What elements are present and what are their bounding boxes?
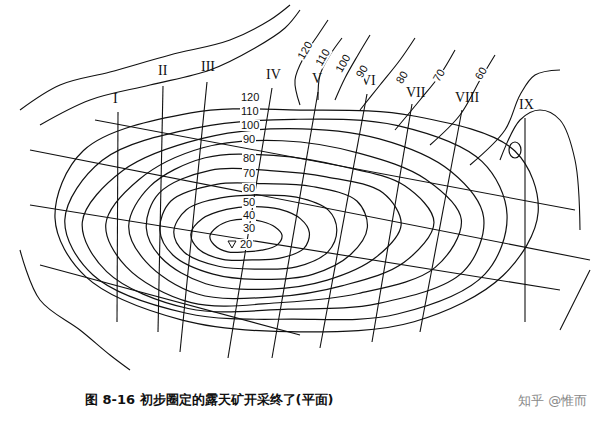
contour-elevation: 30: [242, 223, 256, 234]
terrain-contour: [470, 70, 560, 165]
contour-elevation: 70: [242, 168, 256, 179]
section-number: VIII: [455, 91, 479, 105]
section-number: IV: [266, 68, 281, 82]
contour-elevation: 120: [295, 39, 315, 62]
contour-elevation: 20: [239, 239, 253, 250]
section-number: IX: [519, 98, 534, 112]
watermark: 知乎 @惟而: [518, 394, 587, 407]
contour-elevation: 100: [240, 120, 260, 131]
contour-elevation: 90: [242, 134, 256, 145]
section-line: [420, 110, 462, 332]
section-number: V: [312, 72, 322, 86]
section-line: [30, 205, 560, 290]
section-line: [524, 118, 525, 322]
contour-elevation: 120: [240, 92, 260, 103]
terrain-contour: [430, 55, 495, 145]
terrain-contour: [20, 5, 290, 110]
terrain-contour: [500, 110, 580, 230]
section-line: [40, 265, 300, 335]
bottom-marker: [228, 241, 236, 248]
section-line: [158, 86, 163, 332]
section-number: III: [201, 60, 215, 74]
contour-line: [82, 129, 484, 312]
contour-elevation: 60: [242, 183, 256, 194]
contour-elevation: 50: [242, 197, 256, 208]
section-line: [272, 92, 318, 358]
section-number: II: [158, 64, 167, 78]
contour-elevation: 110: [313, 46, 332, 68]
section-number: I: [113, 92, 118, 106]
hill-top: [509, 142, 521, 158]
terrain-lines: [20, 5, 590, 370]
section-line: [95, 120, 575, 210]
section-lines: [30, 82, 590, 358]
contour-elevation: 70: [431, 67, 448, 85]
terrain-contour: [395, 50, 455, 130]
section-number: VII: [406, 86, 425, 100]
contour-line: [146, 168, 401, 289]
section-line: [372, 104, 412, 342]
figure-caption: 图 8-16 初步圈定的露天矿开采终了(平面): [85, 393, 333, 406]
terrain-contour: [560, 270, 590, 330]
terrain-contour: [20, 250, 130, 370]
contour-elevation: 80: [242, 153, 256, 164]
contour-elevation: 80: [394, 69, 411, 87]
section-line: [180, 82, 207, 352]
terrain-contour: [40, 10, 300, 125]
section-line: [30, 150, 590, 260]
contour-elevation: 100: [333, 52, 353, 75]
contour-line: [129, 154, 434, 299]
section-line: [320, 94, 367, 348]
contour-elevation: 110: [240, 106, 260, 117]
contour-elevation: 40: [242, 210, 256, 221]
section-line: [117, 112, 118, 322]
